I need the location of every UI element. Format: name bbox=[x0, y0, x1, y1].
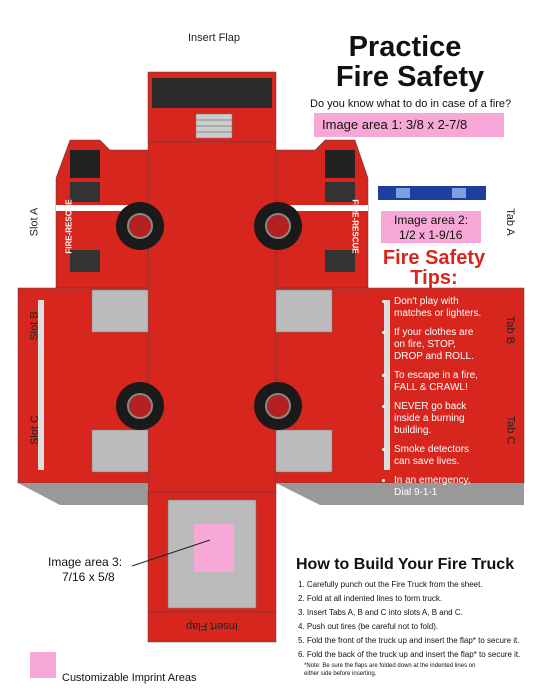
image-area-2-label-2: 1/2 x 1-9/16 bbox=[399, 228, 463, 242]
slot-b-label: Slot B bbox=[28, 311, 41, 341]
insert-flap-top-label: Insert Flap bbox=[188, 32, 240, 44]
howto-section: How to Build Your Fire Truck 1. Carefull… bbox=[296, 556, 526, 678]
image-area-2 bbox=[381, 211, 481, 243]
windshield bbox=[152, 78, 272, 108]
image-area-1 bbox=[314, 113, 504, 137]
slot-a-label: Slot A bbox=[28, 207, 41, 237]
tab-a-label: Tab A bbox=[503, 208, 516, 236]
image-area-1-label: Image area 1: 3/8 x 2-7/8 bbox=[322, 117, 468, 132]
tips-title-line2: Tips: bbox=[410, 267, 458, 289]
legend-swatch bbox=[30, 652, 56, 678]
howto-step: 2. Fold at all indented lines to form tr… bbox=[298, 594, 443, 603]
image-area-2-label-1: Image area 2: bbox=[394, 213, 469, 227]
tip-item: If your clothes are on fire, STOP, DROP … bbox=[394, 327, 484, 363]
truck-roof bbox=[147, 141, 277, 493]
howto-step: 6. Fold the back of the truck up and ins… bbox=[298, 650, 521, 659]
howto-title: How to Build Your Fire Truck bbox=[296, 556, 515, 573]
howto-note-1: *Note: Be sure the flaps are folded down… bbox=[304, 663, 476, 669]
image-area-3-box bbox=[194, 524, 234, 572]
tip-item: In an emergency, Dial 9-1-1 bbox=[394, 475, 484, 499]
tip-item: Smoke detectors can save lives. bbox=[394, 444, 484, 468]
light-bar bbox=[378, 186, 486, 200]
image-area-3-label-1: Image area 3: bbox=[48, 555, 123, 569]
howto-step: 1. Carefully punch out the Fire Truck fr… bbox=[298, 580, 483, 589]
howto-step: 3. Insert Tabs A, B and C into slots A, … bbox=[298, 608, 463, 617]
tips-title-line1: Fire Safety bbox=[382, 247, 486, 269]
tab-c-label: Tab C bbox=[504, 415, 517, 445]
image-area-3-label-2: 7/16 x 5/8 bbox=[62, 570, 115, 584]
insert-flap-bottom bbox=[147, 611, 277, 643]
legend-label: Customizable Imprint Areas bbox=[62, 672, 197, 684]
fire-rescue-text-right: FIRE-RESCUE bbox=[350, 199, 360, 254]
tip-item: To escape in a fire, FALL & CRAWL! bbox=[394, 370, 484, 394]
howto-note-2: either side before inserting. bbox=[304, 671, 377, 677]
tips-list: Don't play with matches or lighters. If … bbox=[384, 296, 484, 506]
fire-rescue-text-left: FIRE-RESCUE bbox=[64, 199, 74, 254]
howto-step: 4. Push out tires (be careful not to fol… bbox=[298, 622, 439, 631]
slot-c-label: Slot C bbox=[28, 415, 41, 445]
tip-item: Don't play with matches or lighters. bbox=[394, 296, 484, 320]
tab-b-label: Tab B bbox=[504, 315, 517, 345]
page-title-line1: Practice bbox=[348, 31, 462, 63]
tip-item: NEVER go back inside a burning building. bbox=[394, 401, 484, 437]
fire-rescue-text-top: FIRE-RESCUE bbox=[176, 64, 224, 71]
area3-pointer-line bbox=[131, 539, 211, 567]
insert-flap-bottom-label: Insert Flap bbox=[186, 620, 238, 632]
question-text: Do you know what to do in case of a fire… bbox=[310, 98, 512, 110]
howto-step: 5. Fold the front of the truck up and in… bbox=[298, 636, 520, 645]
page-title-line2: Fire Safety bbox=[335, 61, 485, 93]
